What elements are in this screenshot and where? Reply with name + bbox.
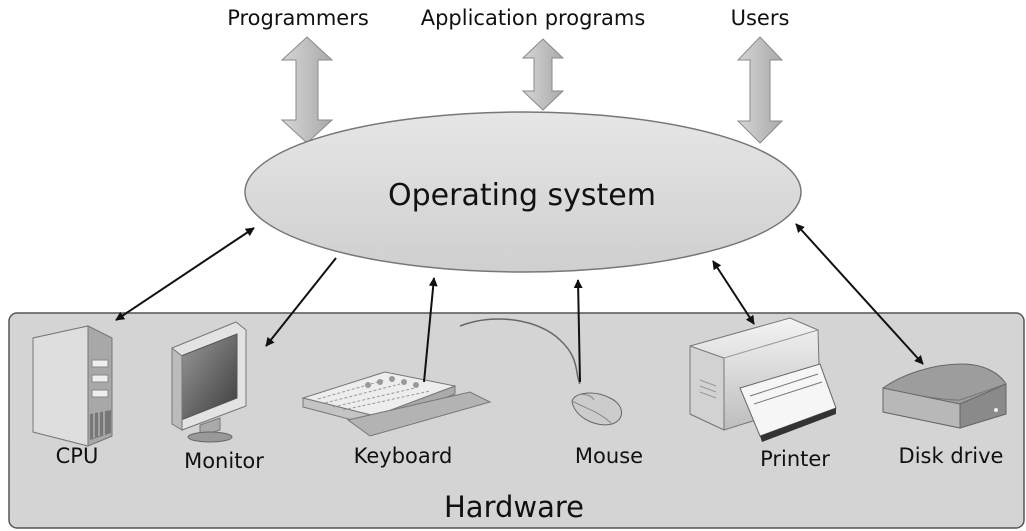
monitor-os-connector — [265, 257, 337, 347]
programmers-label: Programmers — [227, 6, 369, 30]
disk-drive-icon — [882, 363, 1007, 429]
mouse-os-connector — [573, 279, 583, 383]
disk-drive-label: Disk drive — [898, 444, 1004, 468]
users-double-arrow — [736, 36, 784, 144]
mouse-icon — [459, 318, 622, 426]
keyboard-os-connector — [423, 277, 438, 383]
keyboard-icon — [301, 371, 492, 437]
programmers-double-arrow — [280, 36, 334, 144]
cpu-tower-icon — [32, 325, 113, 447]
mouse-label: Mouse — [574, 444, 644, 468]
printer-label: Printer — [760, 447, 830, 471]
hardware-label: Hardware — [443, 490, 585, 524]
users-label: Users — [730, 6, 790, 30]
application-programs-label: Application programs — [420, 6, 646, 30]
operating-system-label: Operating system — [388, 178, 656, 213]
printer-os-connector — [712, 260, 755, 325]
keyboard-label: Keyboard — [353, 444, 453, 468]
cpu-os-connector — [115, 227, 255, 321]
printer-icon — [689, 317, 837, 442]
operating-system-ellipse — [244, 111, 802, 273]
monitor-icon — [171, 321, 247, 443]
application-programs-double-arrow — [521, 38, 565, 111]
cpu-label: CPU — [55, 444, 99, 468]
monitor-label: Monitor — [184, 449, 264, 473]
disk-drive-os-connector — [795, 223, 924, 365]
